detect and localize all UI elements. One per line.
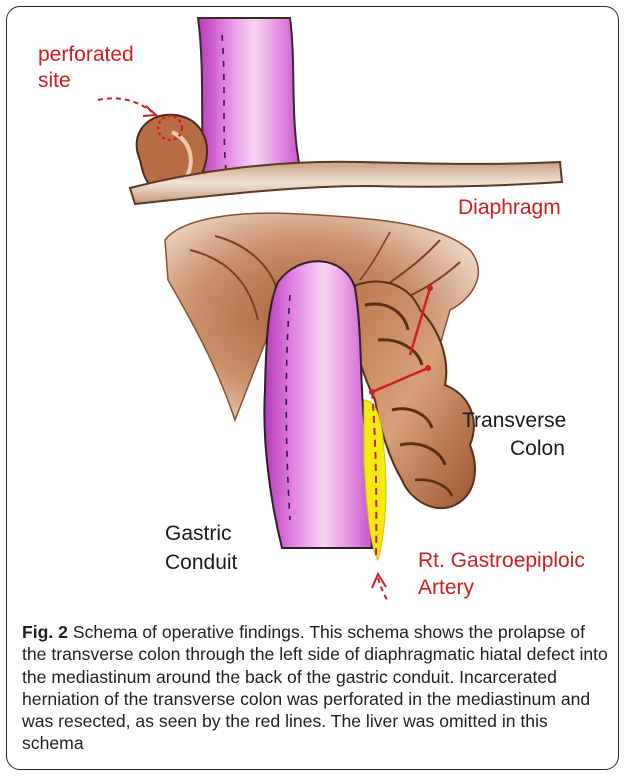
label-perforated-line2: site (38, 68, 71, 94)
gastric-conduit (264, 261, 372, 548)
caption-text: Schema of operative findings. This schem… (22, 622, 608, 753)
label-artery-line2: Artery (418, 575, 474, 601)
figure-number: Fig. 2 (22, 622, 68, 642)
label-transverse-line2: Colon (510, 436, 565, 462)
label-artery-line1: Rt. Gastroepiploic (418, 548, 585, 574)
operative-schema-illustration (0, 0, 627, 600)
upper-conduit-segment (198, 18, 300, 178)
label-diaphragm: Diaphragm (458, 195, 561, 221)
label-gastric-line1: Gastric (165, 521, 232, 547)
figure-caption: Fig. 2 Schema of operative findings. Thi… (22, 621, 612, 755)
label-perforated-line1: perforated (38, 42, 134, 68)
label-gastric-line2: Conduit (165, 550, 237, 576)
label-transverse-line1: Transverse (462, 408, 566, 434)
